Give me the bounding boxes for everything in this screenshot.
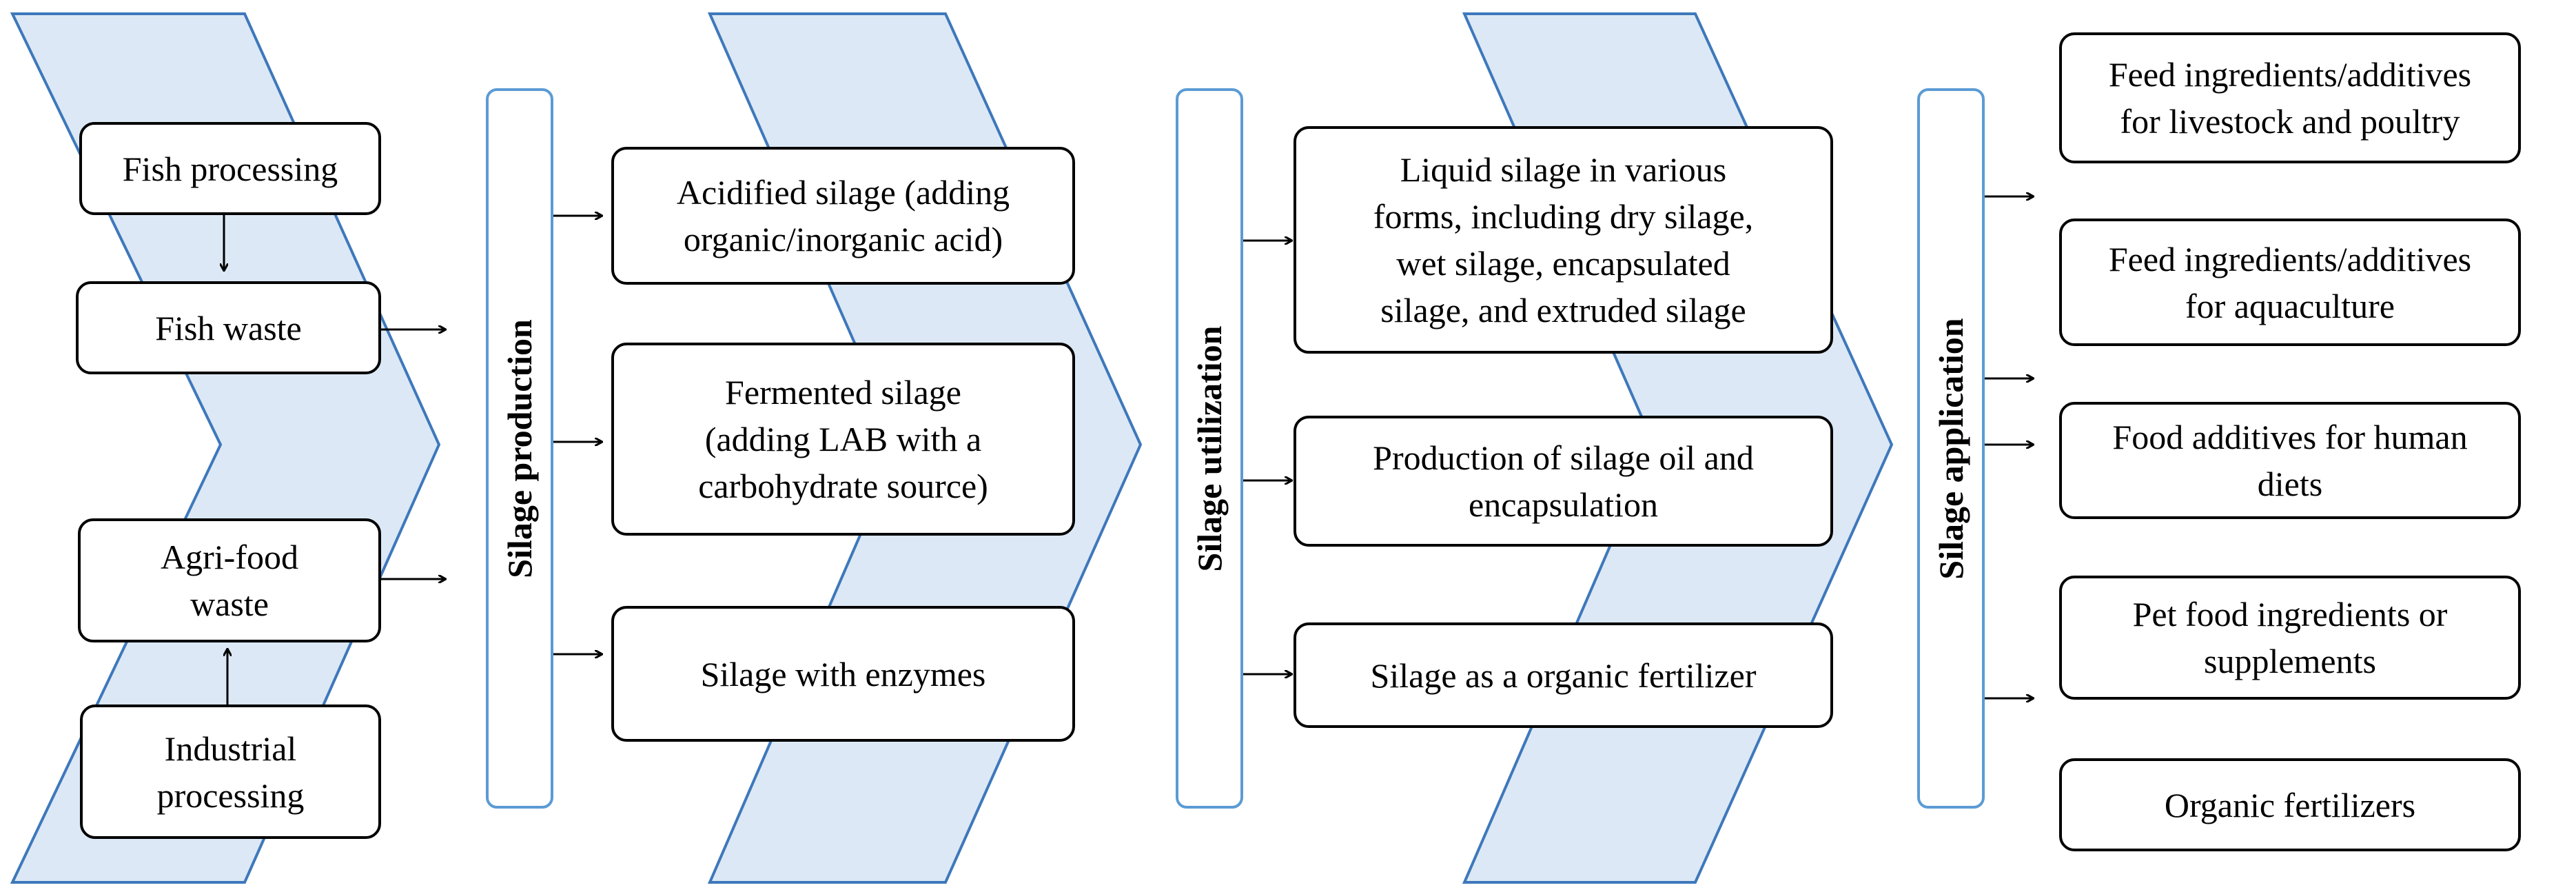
agri-food-waste-box: Agri-food waste: [78, 518, 381, 642]
silage-production-bar: Silage production: [486, 88, 553, 809]
silage-oil-box: Production of silage oil and encapsulati…: [1294, 416, 1833, 547]
silage-application-label: Silage application: [1932, 317, 1970, 580]
livestock-feed-box: Feed ingredients/additives for livestock…: [2059, 32, 2521, 163]
acidified-silage-box: Acidified silage (adding organic/inorgan…: [611, 147, 1075, 285]
silage-utilization-bar: Silage utilization: [1176, 88, 1243, 809]
industrial-processing-box: Industrial processing: [80, 705, 381, 839]
silage-with-enzymes-box: Silage with enzymes: [611, 606, 1075, 742]
silage-application-bar: Silage application: [1917, 88, 1985, 809]
flow-arrows: [224, 196, 2033, 705]
fish-waste-box: Fish waste: [76, 281, 381, 374]
aquaculture-feed-box: Feed ingredients/additives for aquacultu…: [2059, 219, 2521, 346]
liquid-silage-box: Liquid silage in various forms, includin…: [1294, 126, 1833, 354]
chevron-1: [10, 12, 441, 884]
human-food-additives-box: Food additives for human diets: [2059, 402, 2521, 519]
fermented-silage-box: Fermented silage (adding LAB with a carb…: [611, 343, 1075, 536]
organic-fertilizer-use-box: Silage as a organic fertilizer: [1294, 622, 1833, 728]
organic-fertilizers-box: Organic fertilizers: [2059, 758, 2521, 851]
fish-processing-box: Fish processing: [79, 122, 381, 215]
pet-food-box: Pet food ingredients or supplements: [2059, 576, 2521, 700]
silage-utilization-label: Silage utilization: [1190, 325, 1229, 571]
silage-production-label: Silage production: [500, 318, 539, 578]
